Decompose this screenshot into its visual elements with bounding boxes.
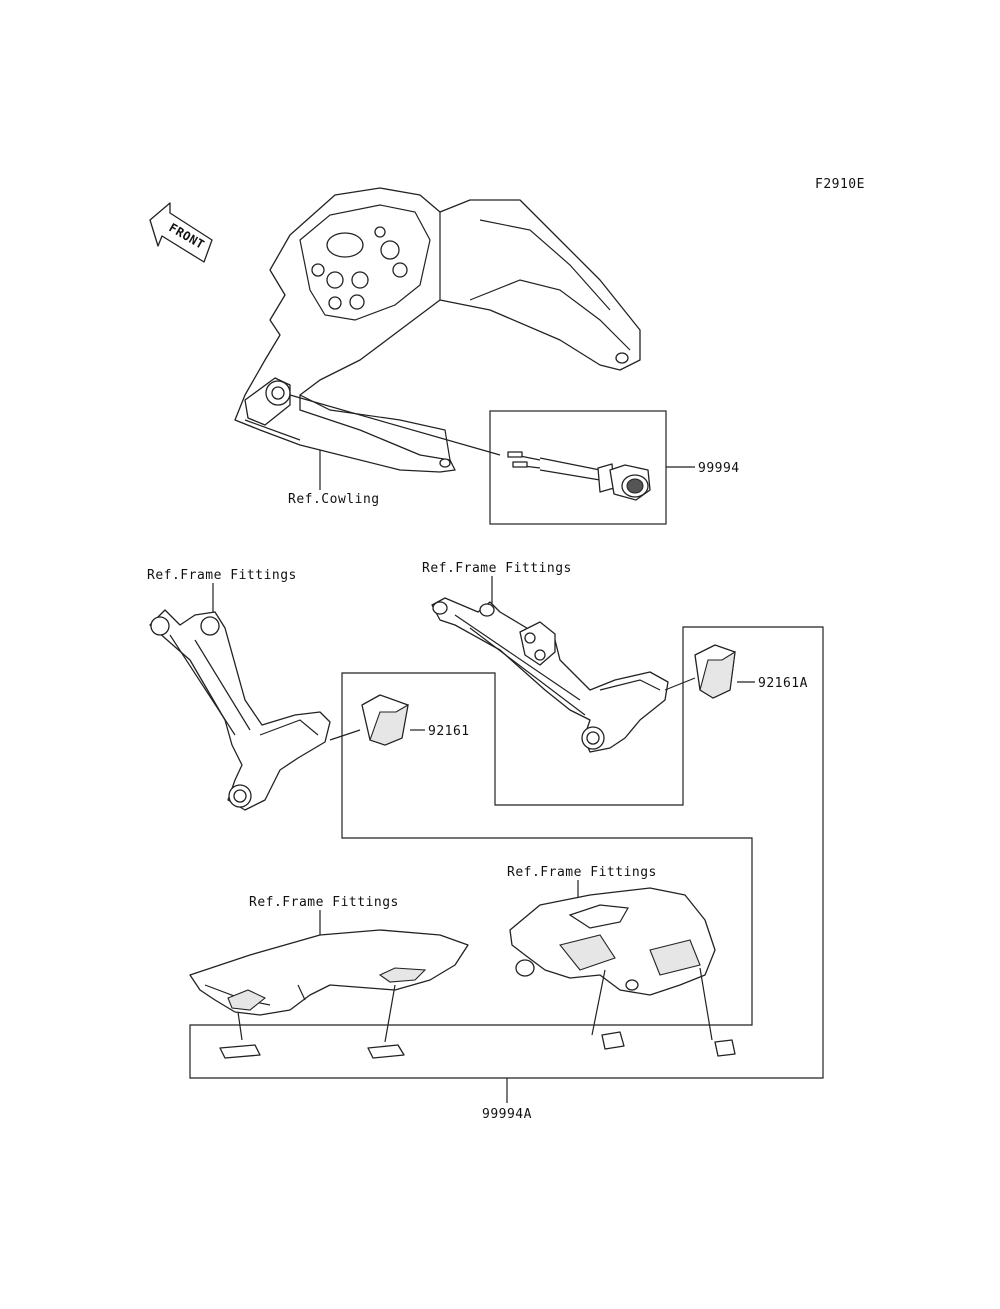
- kit-92161-box: [189, 626, 824, 1079]
- clip-part-2: [367, 1044, 405, 1059]
- left-footpeg-bracket-part: [149, 609, 331, 811]
- ref-frame-fittings-label-2: Ref.Frame Fittings: [422, 561, 572, 576]
- right-heel-guard-part: [509, 887, 716, 996]
- part-number-99994: 99994: [698, 461, 740, 476]
- figure-code: F2910E: [815, 177, 865, 192]
- clip-part-3: [601, 1031, 625, 1050]
- ref-frame-fittings-label-3: Ref.Frame Fittings: [249, 895, 399, 910]
- power-outlet-part: [507, 451, 651, 501]
- front-arrow-icon: FRONT: [149, 202, 213, 263]
- ref-cowling-label: Ref.Cowling: [288, 492, 380, 507]
- rubber-plug-92161-part: [361, 694, 409, 746]
- ref-frame-fittings-label-1: Ref.Frame Fittings: [147, 568, 297, 583]
- part-number-92161: 92161: [428, 724, 470, 739]
- clip-part-4: [714, 1039, 736, 1057]
- clip-part-1: [219, 1044, 261, 1059]
- part-number-92161a: 92161A: [758, 676, 808, 691]
- left-heel-guard-part: [189, 929, 469, 1016]
- ref-frame-fittings-label-4: Ref.Frame Fittings: [507, 865, 657, 880]
- right-footpeg-bracket-part: [431, 597, 669, 753]
- part-number-99994a: 99994A: [482, 1107, 532, 1122]
- rubber-plug-92161a-part: [694, 644, 736, 699]
- inner-cowling-part: [234, 187, 641, 473]
